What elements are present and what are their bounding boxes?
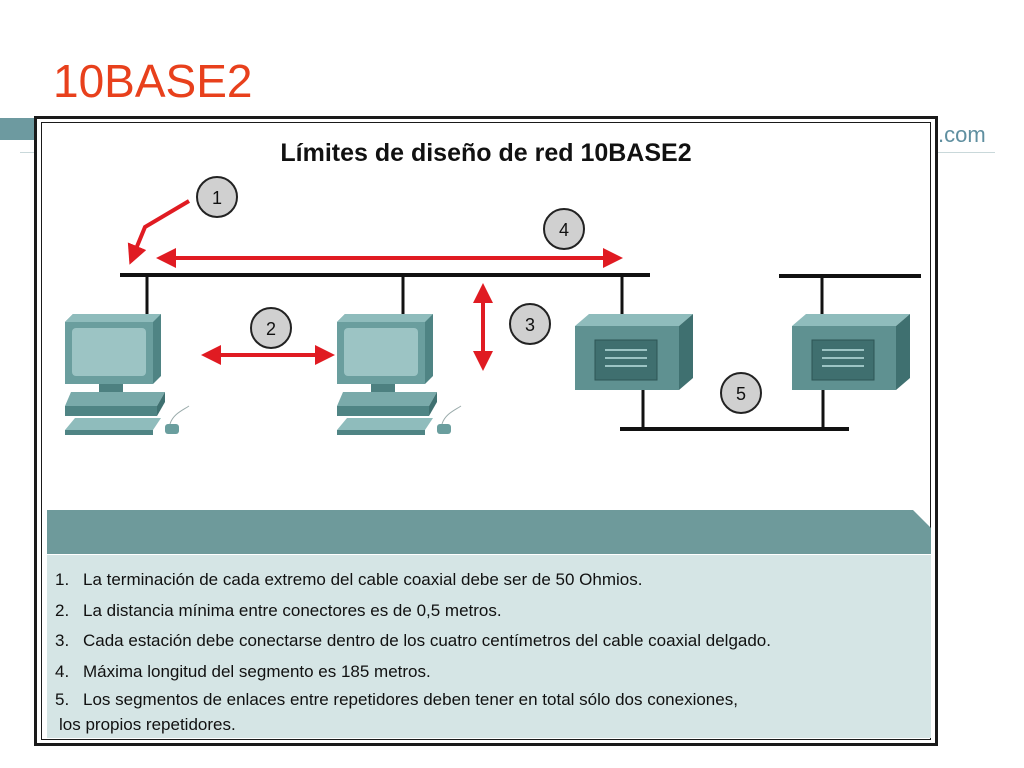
note-text: La distancia mínima entre conectores es … [83,600,502,620]
brand-fragment: .com [938,122,986,147]
network-diagram: 1 2 3 4 5 [64,176,921,436]
callout-2-label: 2 [266,319,276,339]
repeater-icon [574,313,694,391]
callout-4-label: 4 [559,220,569,240]
repeater-icon [791,313,911,391]
note-item: 5. Los segmentos de enlaces entre repetid… [55,687,931,713]
callout-1: 1 [196,176,238,218]
slide-title: 10BASE2 [53,55,253,107]
note-item: 4. Máxima longitud del segmento es 185 me… [55,657,931,688]
diagram-frame: Límites de diseño de red 10BASE2 [34,116,938,746]
diagram-inner-border [41,122,931,740]
workstation-icon [336,313,462,436]
callout-3-label: 3 [525,315,535,335]
note-item: 3. Cada estación debe conectarse dentro d… [55,626,931,657]
decorative-bar [0,118,40,140]
arrow-callout-1 [127,199,191,265]
note-number: 1. [55,570,70,589]
diagram-title: Límites de diseño de red 10BASE2 [280,139,692,167]
note-number: 5. [55,690,70,709]
note-item: 2. La distancia mínima entre conectores e… [55,596,931,627]
notes-panel: 1. La terminación de cada extremo del cab… [47,510,931,738]
callout-4: 4 [543,208,585,250]
notes-panel-header [47,510,931,554]
note-number: 4. [55,661,70,681]
note-text: La terminación de cada extremo del cable… [83,570,643,589]
callout-5-label: 5 [736,384,746,404]
note-item: 1. La terminación de cada extremo del cab… [55,565,931,596]
workstation-icon [64,313,190,436]
note-continuation: los propios repetidores. [59,715,236,734]
callout-1-label: 1 [212,188,222,208]
note-text: Los segmentos de enlaces entre repetidor… [83,690,738,709]
callout-2: 2 [250,307,292,349]
notes-list: 1. La terminación de cada extremo del cab… [47,554,931,738]
note-number: 2. [55,600,70,620]
note-text: Cada estación debe conectarse dentro de … [83,631,771,650]
note-text: Máxima longitud del segmento es 185 metr… [83,661,431,681]
callout-3: 3 [509,303,551,345]
note-number: 3. [55,631,70,650]
callout-5: 5 [720,372,762,414]
